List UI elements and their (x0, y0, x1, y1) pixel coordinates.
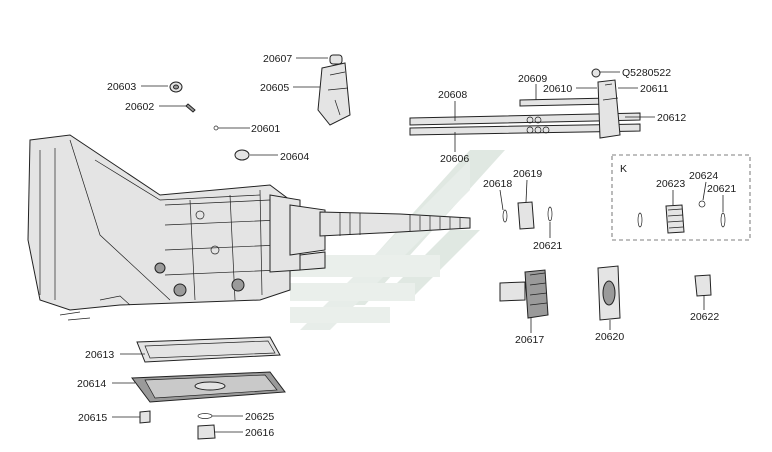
label-20608[interactable]: 20608 (438, 89, 467, 101)
label-20620[interactable]: 20620 (595, 331, 624, 343)
label-20606[interactable]: 20606 (440, 153, 469, 165)
label-20602[interactable]: 20602 (125, 101, 154, 113)
shift-rails (409, 68, 641, 139)
label-20619[interactable]: 20619 (513, 168, 542, 180)
kit-label: K (620, 163, 627, 175)
part-20604 (234, 149, 250, 161)
leader-lines (112, 57, 724, 433)
label-20614[interactable]: 20614 (77, 378, 106, 390)
label-20615[interactable]: 20615 (78, 412, 107, 424)
label-20611[interactable]: 20611 (640, 83, 669, 95)
part-20602 (185, 103, 196, 113)
label-20601[interactable]: 20601 (251, 123, 280, 135)
label-20623[interactable]: 20623 (656, 178, 685, 190)
label-20621-b[interactable]: 20621 (707, 183, 736, 195)
upper-left-parts (169, 54, 351, 161)
label-20609[interactable]: 20609 (518, 73, 547, 85)
gear-parts (499, 201, 712, 321)
label-20624[interactable]: 20624 (689, 170, 718, 182)
transmission-housing (27, 134, 326, 321)
part-20622 (694, 274, 712, 297)
part-20607 (329, 54, 343, 65)
label-20613[interactable]: 20613 (85, 349, 114, 361)
part-20625 (197, 413, 213, 419)
kit-box: K (611, 154, 751, 241)
label-Q5280522[interactable]: Q5280522 (622, 67, 671, 79)
part-20624 (698, 200, 706, 208)
label-20612[interactable]: 20612 (657, 112, 686, 124)
part-20601 (213, 125, 219, 131)
label-20603[interactable]: 20603 (107, 81, 136, 93)
bottom-parts (131, 336, 286, 440)
label-20621-a[interactable]: 20621 (533, 240, 562, 252)
label-20618[interactable]: 20618 (483, 178, 512, 190)
part-20619 (517, 201, 535, 230)
label-20622[interactable]: 20622 (690, 311, 719, 323)
part-20605 (317, 62, 351, 126)
label-20607[interactable]: 20607 (263, 53, 292, 65)
part-20623 (665, 204, 685, 234)
part-20613 (136, 336, 281, 363)
label-20616[interactable]: 20616 (245, 427, 274, 439)
label-20625[interactable]: 20625 (245, 411, 274, 423)
label-20605[interactable]: 20605 (260, 82, 289, 94)
label-20610[interactable]: 20610 (543, 83, 572, 95)
part-20615 (139, 410, 151, 424)
label-20604[interactable]: 20604 (280, 151, 309, 163)
label-20617[interactable]: 20617 (515, 334, 544, 346)
output-shaft (319, 211, 471, 237)
part-20616 (197, 424, 216, 440)
part-labels: 20607 20603 20605 20602 20601 20604 2060… (77, 53, 736, 439)
